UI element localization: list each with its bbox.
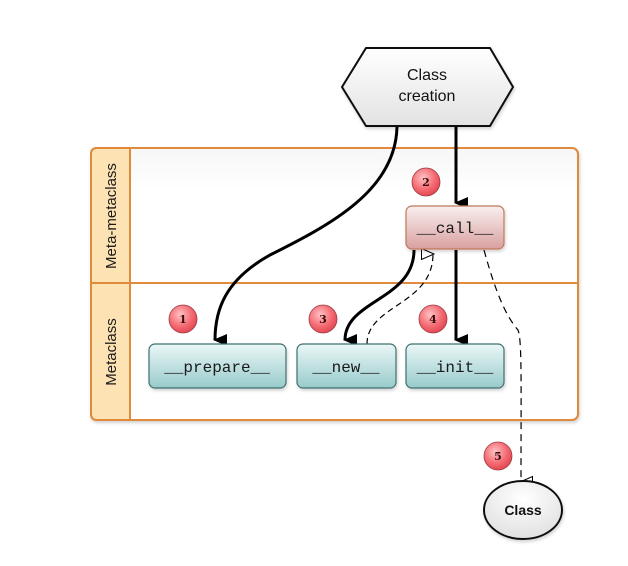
new-box (296, 343, 397, 389)
step-badge-4-text: 4 (429, 313, 437, 326)
new-node[interactable]: __new__ (296, 343, 397, 389)
step-badge-5: 5 (483, 441, 513, 471)
prepare-node[interactable]: __prepare__ (148, 343, 287, 389)
step-badge-2: 2 (411, 167, 441, 197)
edge-call-to-class (483, 249, 521, 482)
step-badge-3-text: 3 (319, 313, 327, 326)
init-label: __init__ (416, 359, 494, 377)
class-creation-node[interactable]: Class creation (341, 47, 514, 127)
step-badge-3: 3 (308, 304, 338, 334)
init-box (405, 343, 505, 389)
call-box (405, 205, 505, 250)
lane-label-meta-metaclass: Meta-metaclass (103, 163, 120, 269)
class-creation-line2: creation (399, 88, 456, 105)
step-badge-5-text: 5 (494, 450, 502, 463)
call-label: __call__ (416, 220, 494, 238)
new-label: __new__ (311, 359, 380, 377)
class-ellipse (483, 480, 563, 540)
edge-call-to-new (343, 249, 416, 347)
call-node[interactable]: __call__ (405, 205, 505, 250)
lane-meta-metaclass: Meta-metaclass (103, 163, 120, 269)
step-badge-2-text: 2 (422, 176, 430, 189)
lane-metaclass: Metaclass (103, 318, 120, 386)
edges (213, 124, 521, 482)
edge-new-to-call-return (366, 254, 433, 345)
prepare-box (148, 343, 287, 389)
step-badge-1: 1 (168, 304, 198, 334)
edge-creation-to-prepare (213, 124, 399, 347)
hexagon-shape (341, 47, 514, 127)
init-node[interactable]: __init__ (405, 343, 505, 389)
class-creation-line1: Class (407, 67, 447, 84)
step-badge-4: 4 (418, 304, 448, 334)
lane-label-metaclass: Metaclass (103, 318, 120, 386)
step-badge-1-text: 1 (179, 313, 187, 326)
prepare-label: __prepare__ (163, 359, 270, 377)
class-result-node[interactable]: Class (483, 480, 563, 540)
step-badges: 1 2 3 4 5 (168, 167, 513, 471)
class-result-label: Class (504, 502, 542, 518)
